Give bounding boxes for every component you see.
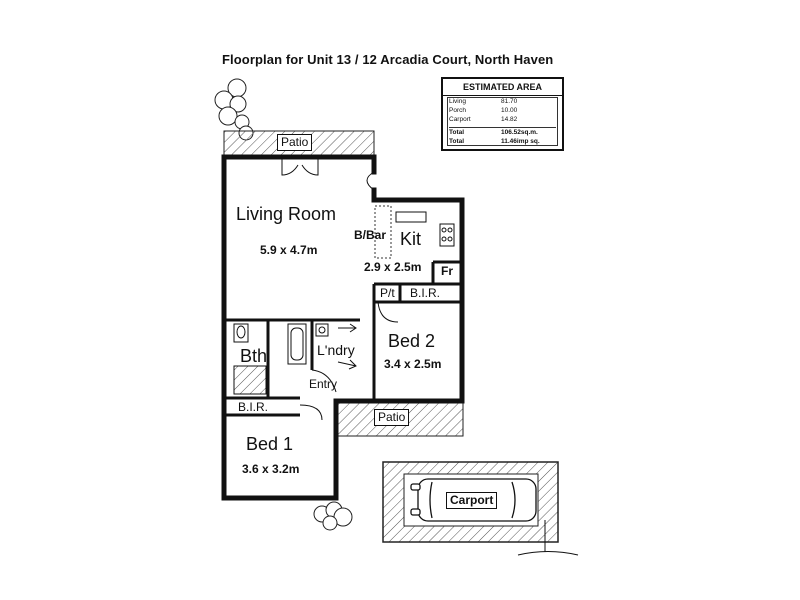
bed1-dimensions: 3.6 x 3.2m — [242, 462, 300, 476]
kitchen-dimensions: 2.9 x 2.5m — [364, 260, 422, 274]
patio-top-label: Patio — [277, 134, 313, 151]
windows — [232, 154, 440, 501]
bed1-label: Bed 1 — [246, 434, 294, 454]
bathroom-label: Bth — [240, 346, 268, 366]
carport-label: Carport — [446, 492, 498, 509]
breakfast-bar-label: B/Bar — [354, 228, 387, 242]
door-swings — [281, 159, 399, 421]
bed2-label: Bed 2 — [388, 331, 436, 351]
living-room-label: Living Room — [236, 204, 337, 224]
bir-bed2-label: B.I.R. — [410, 286, 441, 300]
interior-walls — [224, 260, 462, 417]
estimated-area-table: ESTIMATED AREA Living 81.70 Porch 10.00 … — [441, 77, 564, 151]
patio-bottom-label: Patio — [374, 409, 410, 426]
floorplan-title: Floorplan for Unit 13 / 12 Arcadia Court… — [222, 52, 554, 67]
bathroom-fittings — [233, 323, 329, 395]
kitchen-label: Kit — [400, 229, 422, 249]
estimated-area-frame — [447, 97, 558, 146]
bir-bed1-label: B.I.R. — [238, 400, 269, 414]
shrubs-bottom — [313, 501, 353, 531]
laundry-label: L'ndry — [317, 342, 355, 358]
entry-label: Entry — [309, 377, 338, 391]
area-separator — [449, 127, 556, 128]
pantry-label: P/t — [380, 286, 395, 300]
living-room-dimensions: 5.9 x 4.7m — [260, 243, 318, 257]
fridge-label: Fr — [441, 264, 453, 278]
laundry-arrows — [337, 323, 357, 370]
kitchen-fittings — [395, 211, 455, 247]
bed2-dimensions: 3.4 x 2.5m — [384, 357, 442, 371]
estimated-area-heading: ESTIMATED AREA — [443, 79, 562, 96]
